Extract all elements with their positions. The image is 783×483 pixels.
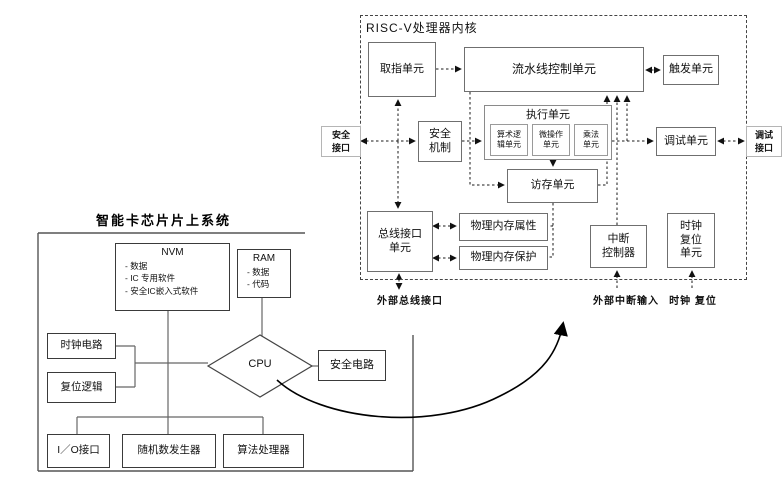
nvm-item: - 数据	[125, 260, 148, 271]
pma-box: 物理内存属性	[459, 213, 548, 241]
riscv-core-title: RISC-V处理器内核	[366, 21, 478, 35]
cpu-diamond-label: CPU	[248, 358, 272, 370]
execution-unit-label: 执行单元	[526, 109, 570, 121]
trigger-unit-box: 触发单元	[663, 55, 719, 85]
ram-title: RAM	[252, 253, 276, 264]
bus-interface-unit-box: 总线接口 单元	[367, 211, 433, 272]
core-dashed-connectors	[360, 65, 745, 290]
security-mechanism-box: 安全 机制	[418, 121, 462, 162]
security-interface-label: 安全 接口	[321, 126, 361, 157]
external-bus-interface-label: 外部总线接口	[360, 291, 460, 308]
io-interface-box: I／O接口	[47, 434, 110, 468]
micro-op-unit-box: 微操作 单元	[532, 124, 570, 156]
security-circuit-box: 安全电路	[318, 350, 386, 381]
cpu-diamond-shape	[206, 334, 314, 398]
alu-box: 算术逻 辑单元	[490, 124, 528, 156]
clock-reset-unit-box: 时钟 复位 单元	[667, 213, 715, 268]
ram-box: RAM - 数据 - 代码	[237, 249, 291, 298]
debug-interface-label: 调试 接口	[746, 126, 782, 157]
soc-outer-frame	[37, 232, 414, 472]
external-interrupt-input-label: 外部中断输入	[580, 291, 672, 308]
debug-unit-box: 调试单元	[656, 127, 716, 156]
ram-item: - 代码	[247, 279, 270, 290]
algo-processor-box: 算法处理器	[223, 434, 304, 468]
lsu-box: 访存单元	[507, 169, 598, 203]
rng-box: 随机数发生器	[122, 434, 216, 468]
soc-title: 智能卡芯片片上系统	[96, 213, 232, 228]
interrupt-controller-box: 中断 控制器	[590, 225, 647, 268]
clock-circuit-box: 时钟电路	[47, 333, 116, 359]
fetch-unit-box: 取指单元	[368, 42, 436, 97]
soc-connectors	[76, 298, 318, 434]
cpu-to-core-curve-arrow	[276, 321, 568, 419]
ram-item: - 数据	[247, 266, 270, 277]
nvm-item: - 安全IC嵌入式软件	[125, 286, 199, 296]
reset-logic-box: 复位逻辑	[47, 372, 116, 403]
nvm-box: NVM - 数据 - IC 专用软件 - 安全IC嵌入式软件	[115, 243, 230, 311]
nvm-item: - IC 专用软件	[125, 273, 176, 284]
pmp-box: 物理内存保护	[459, 246, 548, 270]
nvm-title: NVM	[161, 247, 184, 258]
pipeline-control-unit-box: 流水线控制单元	[464, 47, 644, 92]
clock-reset-pins-label: 时钟 复位	[662, 291, 724, 308]
multiply-unit-box: 乘法 单元	[574, 124, 608, 156]
